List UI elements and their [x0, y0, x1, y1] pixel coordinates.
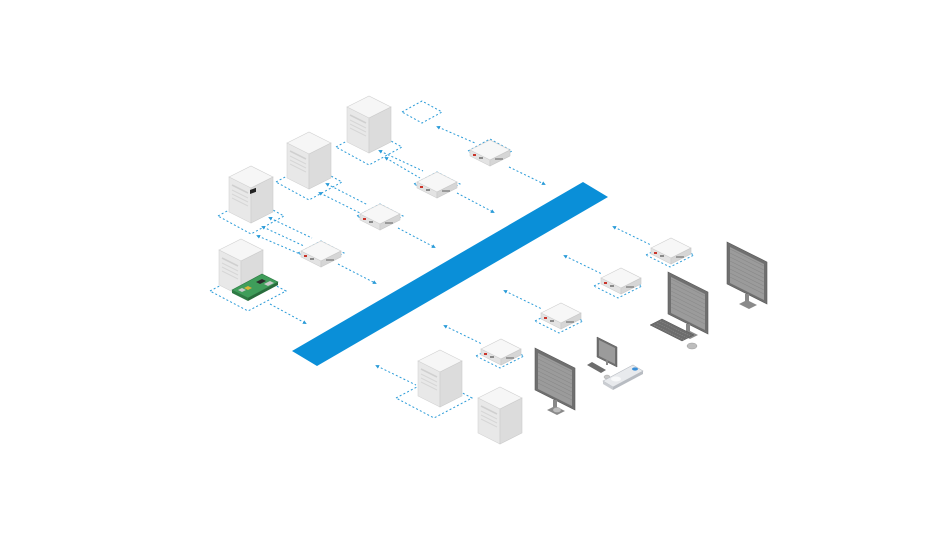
kvm-extender-icon	[469, 139, 511, 167]
network-backbone	[292, 182, 608, 366]
kvm-extender-icon	[300, 240, 342, 268]
kvm-extender-icon	[600, 267, 642, 295]
right-connection-links	[375, 226, 652, 386]
server-tower-icon	[228, 165, 274, 224]
kvm-extender-icon	[480, 338, 522, 366]
monitor-icon	[726, 241, 768, 310]
keyboard-icon	[587, 362, 606, 373]
usb-flash-drive-icon	[602, 364, 644, 390]
kvm-extender-icon	[359, 203, 401, 231]
circuit-board-icon	[231, 187, 279, 301]
server-tower-icon	[286, 131, 332, 190]
kvm-extender-icon	[416, 171, 458, 199]
mouse-icon	[552, 407, 562, 413]
server-tower-icon	[346, 95, 392, 154]
mouse-icon	[686, 342, 698, 350]
server-tower-icon	[477, 386, 523, 445]
monitor-icon	[596, 336, 618, 368]
monitor-icon	[534, 347, 576, 416]
left-connection-links	[256, 125, 546, 324]
kvm-extender-icon	[540, 302, 582, 330]
kvm-extender-icon	[650, 237, 692, 265]
server-tower-icon	[417, 349, 463, 408]
